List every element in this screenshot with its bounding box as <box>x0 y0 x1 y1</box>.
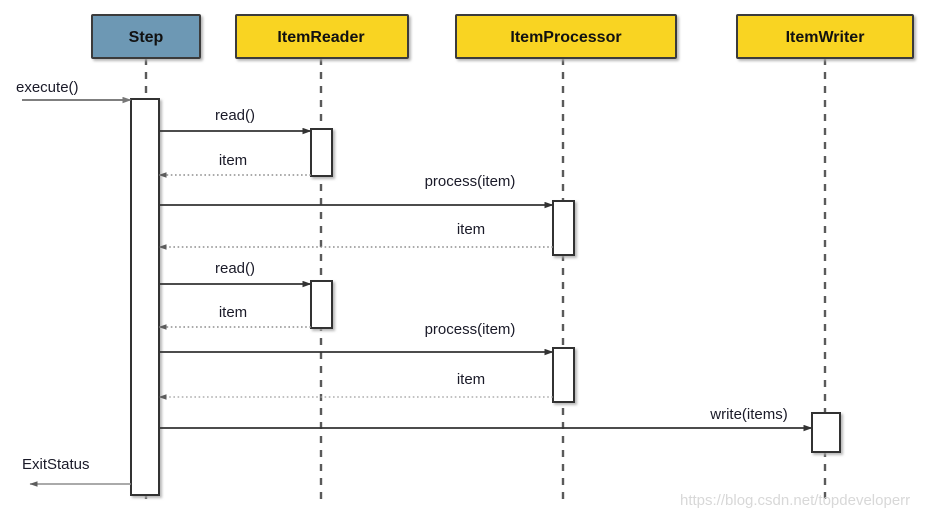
message-item-2-label: item <box>457 221 485 238</box>
message-process-1-label: process(item) <box>425 173 516 190</box>
participant-itemprocessor-box[interactable] <box>455 14 677 59</box>
activation-bar-itemprocessor-1 <box>552 200 575 256</box>
message-item-4[interactable]: item <box>158 371 553 400</box>
message-exitstatus-label: ExitStatus <box>22 456 90 473</box>
activation-bars-layer <box>130 98 841 496</box>
message-read-2-label: read() <box>215 260 255 277</box>
message-item-4-label: item <box>457 371 485 388</box>
message-item-2[interactable]: item <box>158 221 553 250</box>
activation-bar-step <box>130 98 160 496</box>
message-item-3[interactable]: item <box>158 304 311 330</box>
message-write-label: write(items) <box>709 406 788 423</box>
activation-bar-itemreader-1 <box>310 128 333 177</box>
message-item-1[interactable]: item <box>158 152 311 178</box>
message-item-1-label: item <box>219 152 247 169</box>
message-write[interactable]: write(items) <box>159 406 813 432</box>
message-exitstatus[interactable]: ExitStatus <box>22 456 131 487</box>
participant-itemprocessor-label: ItemProcessor <box>510 29 621 46</box>
participant-itemwriter[interactable]: ItemWriter <box>736 14 914 59</box>
message-item-3-label: item <box>219 304 247 321</box>
participant-itemreader[interactable]: ItemReader <box>235 14 409 59</box>
participant-step-label: Step <box>129 29 164 46</box>
participant-step-box[interactable] <box>91 14 201 59</box>
activation-bar-itemreader-2 <box>310 280 333 329</box>
activation-bar-itemwriter-1 <box>811 412 841 453</box>
message-read-1-label: read() <box>215 107 255 124</box>
message-process-1[interactable]: process(item) <box>159 173 554 209</box>
participant-step[interactable]: Step <box>91 14 201 59</box>
activation-bar-itemprocessor-2 <box>552 347 575 403</box>
message-process-2[interactable]: process(item) <box>159 321 554 356</box>
message-execute-label: execute() <box>16 79 79 96</box>
participant-itemprocessor[interactable]: ItemProcessor <box>455 14 677 59</box>
message-process-2-label: process(item) <box>425 321 516 338</box>
participant-itemwriter-label: ItemWriter <box>786 29 865 46</box>
watermark-text: https://blog.csdn.net/topdeveloperr <box>680 492 910 509</box>
message-read-1[interactable]: read() <box>159 107 312 135</box>
messages-layer: execute() read() item process(item) item… <box>16 79 813 487</box>
message-read-2[interactable]: read() <box>159 260 312 288</box>
participant-itemreader-box[interactable] <box>235 14 409 59</box>
participant-itemwriter-box[interactable] <box>736 14 914 59</box>
message-execute[interactable]: execute() <box>16 79 132 104</box>
participant-headers: Step ItemReader ItemProcessor ItemWriter <box>91 14 914 59</box>
participant-itemreader-label: ItemReader <box>277 29 364 46</box>
